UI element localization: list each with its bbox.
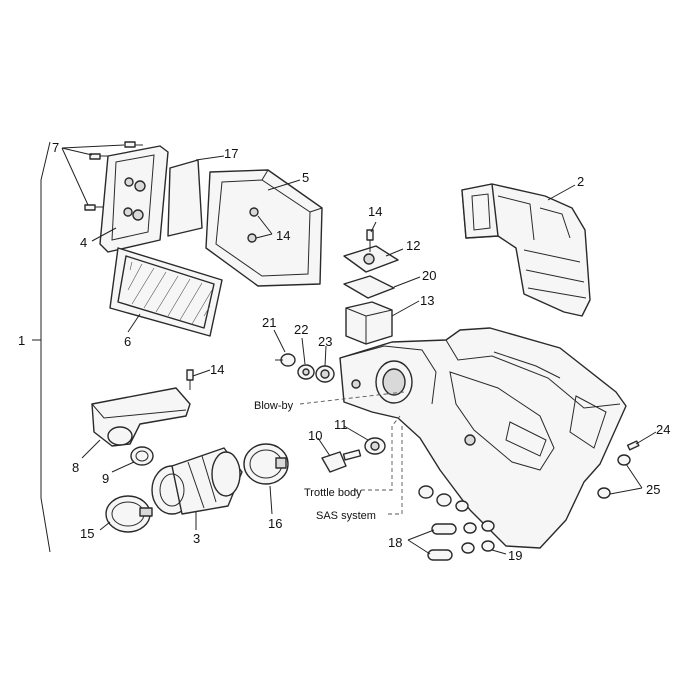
callout-16: 16 (268, 516, 282, 531)
callout-18: 18 (388, 535, 402, 550)
screw-set-7 (84, 141, 143, 211)
callout-6: 6 (124, 334, 131, 349)
assembly-bracket (32, 141, 51, 553)
valve-part-10 (321, 449, 362, 473)
hose-cap-set-18 (427, 523, 457, 561)
callout-25: 25 (646, 482, 660, 497)
connection-dashes (299, 391, 405, 515)
cover-bracket-part-4 (99, 145, 169, 253)
caption-sas-system: SAS system (316, 510, 376, 522)
plug-part-21 (275, 353, 296, 367)
callout-labels: 1 2 3 4 5 6 7 8 9 10 11 12 13 14 14 14 1… (18, 140, 670, 563)
clamp-part-15 (105, 495, 153, 533)
callout-2: 2 (577, 174, 584, 189)
screw-part-14b (186, 369, 194, 390)
callout-7: 7 (52, 140, 59, 155)
callout-4: 4 (80, 235, 87, 250)
screw-part-7a (89, 153, 108, 160)
callout-13: 13 (420, 293, 434, 308)
connection-captions: Blow-by Trottle body SAS system (254, 400, 376, 522)
fastener-set-25 (597, 454, 631, 499)
callout-22: 22 (294, 322, 308, 337)
callout-8: 8 (72, 460, 79, 475)
screw-set-14 (186, 229, 374, 390)
intake-duct-part-2 (461, 183, 591, 317)
cover-plate-part-12 (343, 245, 399, 273)
callout-3: 3 (193, 531, 200, 546)
callout-12: 12 (406, 238, 420, 253)
clamp-part-9 (130, 446, 154, 466)
clamp-set-19 (461, 520, 495, 554)
screw-part-24 (626, 440, 640, 451)
bushing-part-23 (315, 365, 335, 383)
air-filter-part-6 (109, 247, 223, 337)
callout-1: 1 (18, 333, 25, 348)
callout-19: 19 (508, 548, 522, 563)
callout-17: 17 (224, 146, 238, 161)
clamp-part-16 (243, 443, 289, 485)
callout-23: 23 (318, 334, 332, 349)
bushing-set-airbox (418, 485, 469, 512)
air-duct-part-8 (91, 387, 191, 447)
valve-block-part-13 (345, 301, 393, 345)
gasket-part-20 (343, 275, 395, 299)
airbox-body (339, 327, 627, 549)
filter-housing-part-5 (205, 169, 323, 287)
bushing-part-22 (297, 364, 315, 380)
screw-part-7b (124, 141, 143, 148)
callout-11: 11 (334, 417, 348, 432)
gasket-part-17 (167, 159, 203, 237)
callout-14b: 14 (276, 228, 290, 243)
callout-24: 24 (656, 422, 670, 437)
screw-part-14a (366, 229, 374, 252)
callout-14c: 14 (210, 362, 224, 377)
grommet-part-11 (364, 437, 386, 455)
caption-blow-by: Blow-by (254, 400, 294, 412)
screw-part-7c (84, 204, 105, 211)
callout-5: 5 (302, 170, 309, 185)
intake-sleeve-part-3 (151, 447, 243, 515)
leader-lines (61, 144, 657, 555)
callout-14a: 14 (368, 204, 382, 219)
callout-21: 21 (262, 315, 276, 330)
callout-10: 10 (308, 428, 322, 443)
callout-15: 15 (80, 526, 94, 541)
caption-throttle-body: Trottle body (304, 487, 362, 499)
callout-9: 9 (102, 471, 109, 486)
callout-20: 20 (422, 268, 436, 283)
